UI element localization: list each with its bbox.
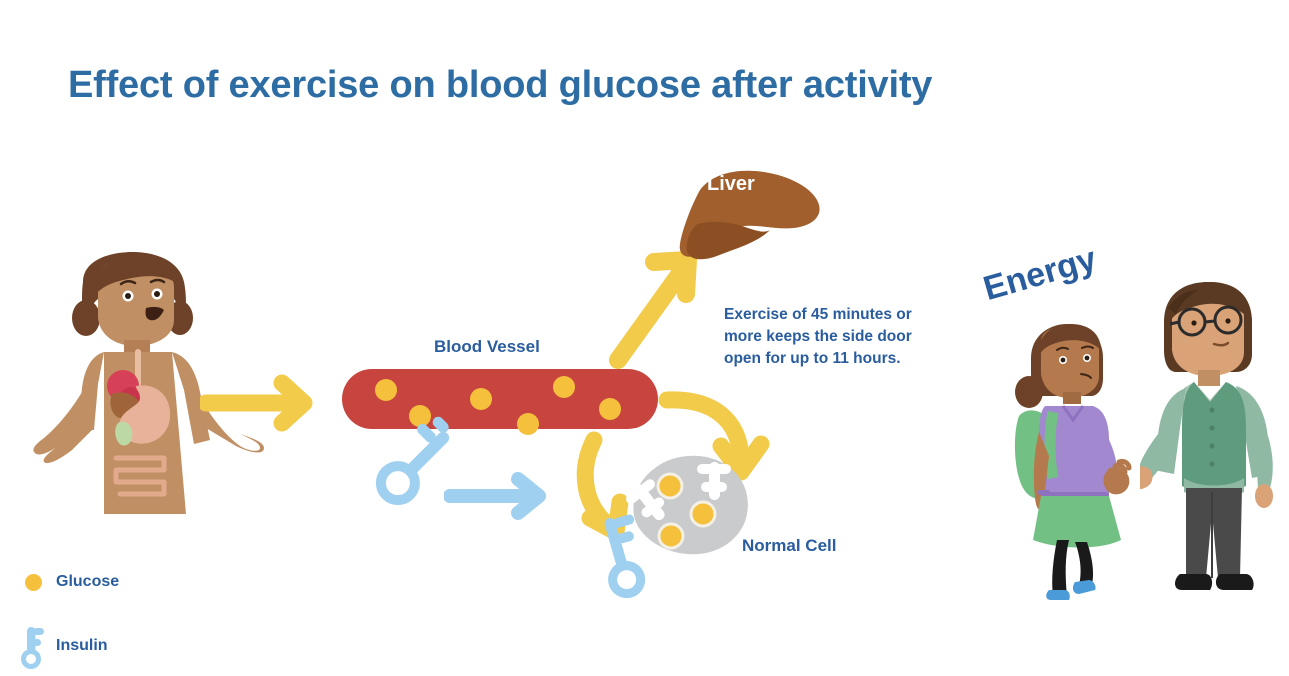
legend-item-glucose: Glucose: [14, 560, 119, 604]
blood-vessel: [342, 369, 658, 435]
liver-organ: [679, 170, 820, 260]
arrow-insulin-icon: [444, 472, 546, 520]
cell-keyhole-icon: [626, 479, 665, 521]
glucose-dot: [657, 522, 685, 550]
legend: Glucose Insulin: [14, 560, 119, 676]
glucose-dot: [375, 379, 397, 401]
glucose-dot: [689, 500, 717, 528]
arrow-vessel-to-liver-icon: [609, 251, 697, 369]
glucose-dot: [553, 376, 575, 398]
arrow-vessel-to-cell-right-icon: [658, 391, 770, 481]
legend-label-glucose: Glucose: [56, 573, 120, 590]
girl-figure: [1014, 324, 1132, 600]
page-title: Effect of exercise on blood glucose afte…: [68, 64, 933, 106]
glucose-dot: [409, 405, 431, 427]
glucose-dot: [517, 413, 539, 435]
glucose-dot: [599, 398, 621, 420]
arrow-woman-to-vessel-icon: [200, 374, 313, 432]
insulin-key-icon: [604, 514, 646, 598]
man-figure: [1140, 282, 1273, 590]
glucose-dot: [656, 472, 684, 500]
glucose-dot-icon: [14, 573, 52, 591]
exercise-note-text: Exercise of 45 minutes or more keeps the…: [724, 306, 912, 367]
blood-vessel-label: Blood Vessel: [434, 337, 540, 356]
liver-label: Liver: [707, 173, 755, 195]
insulin-key-icon: [14, 623, 52, 669]
insulin-key-icon: [375, 416, 450, 506]
legend-label-insulin: Insulin: [56, 637, 108, 654]
woman-anatomy-figure: [33, 252, 264, 514]
energy-label: Energy: [979, 239, 1101, 309]
normal-cell: [626, 455, 748, 555]
normal-cell-label: Normal Cell: [742, 536, 837, 555]
glucose-dot: [470, 388, 492, 410]
legend-item-insulin: Insulin: [14, 623, 119, 669]
cell-keyhole-icon: [697, 462, 731, 500]
